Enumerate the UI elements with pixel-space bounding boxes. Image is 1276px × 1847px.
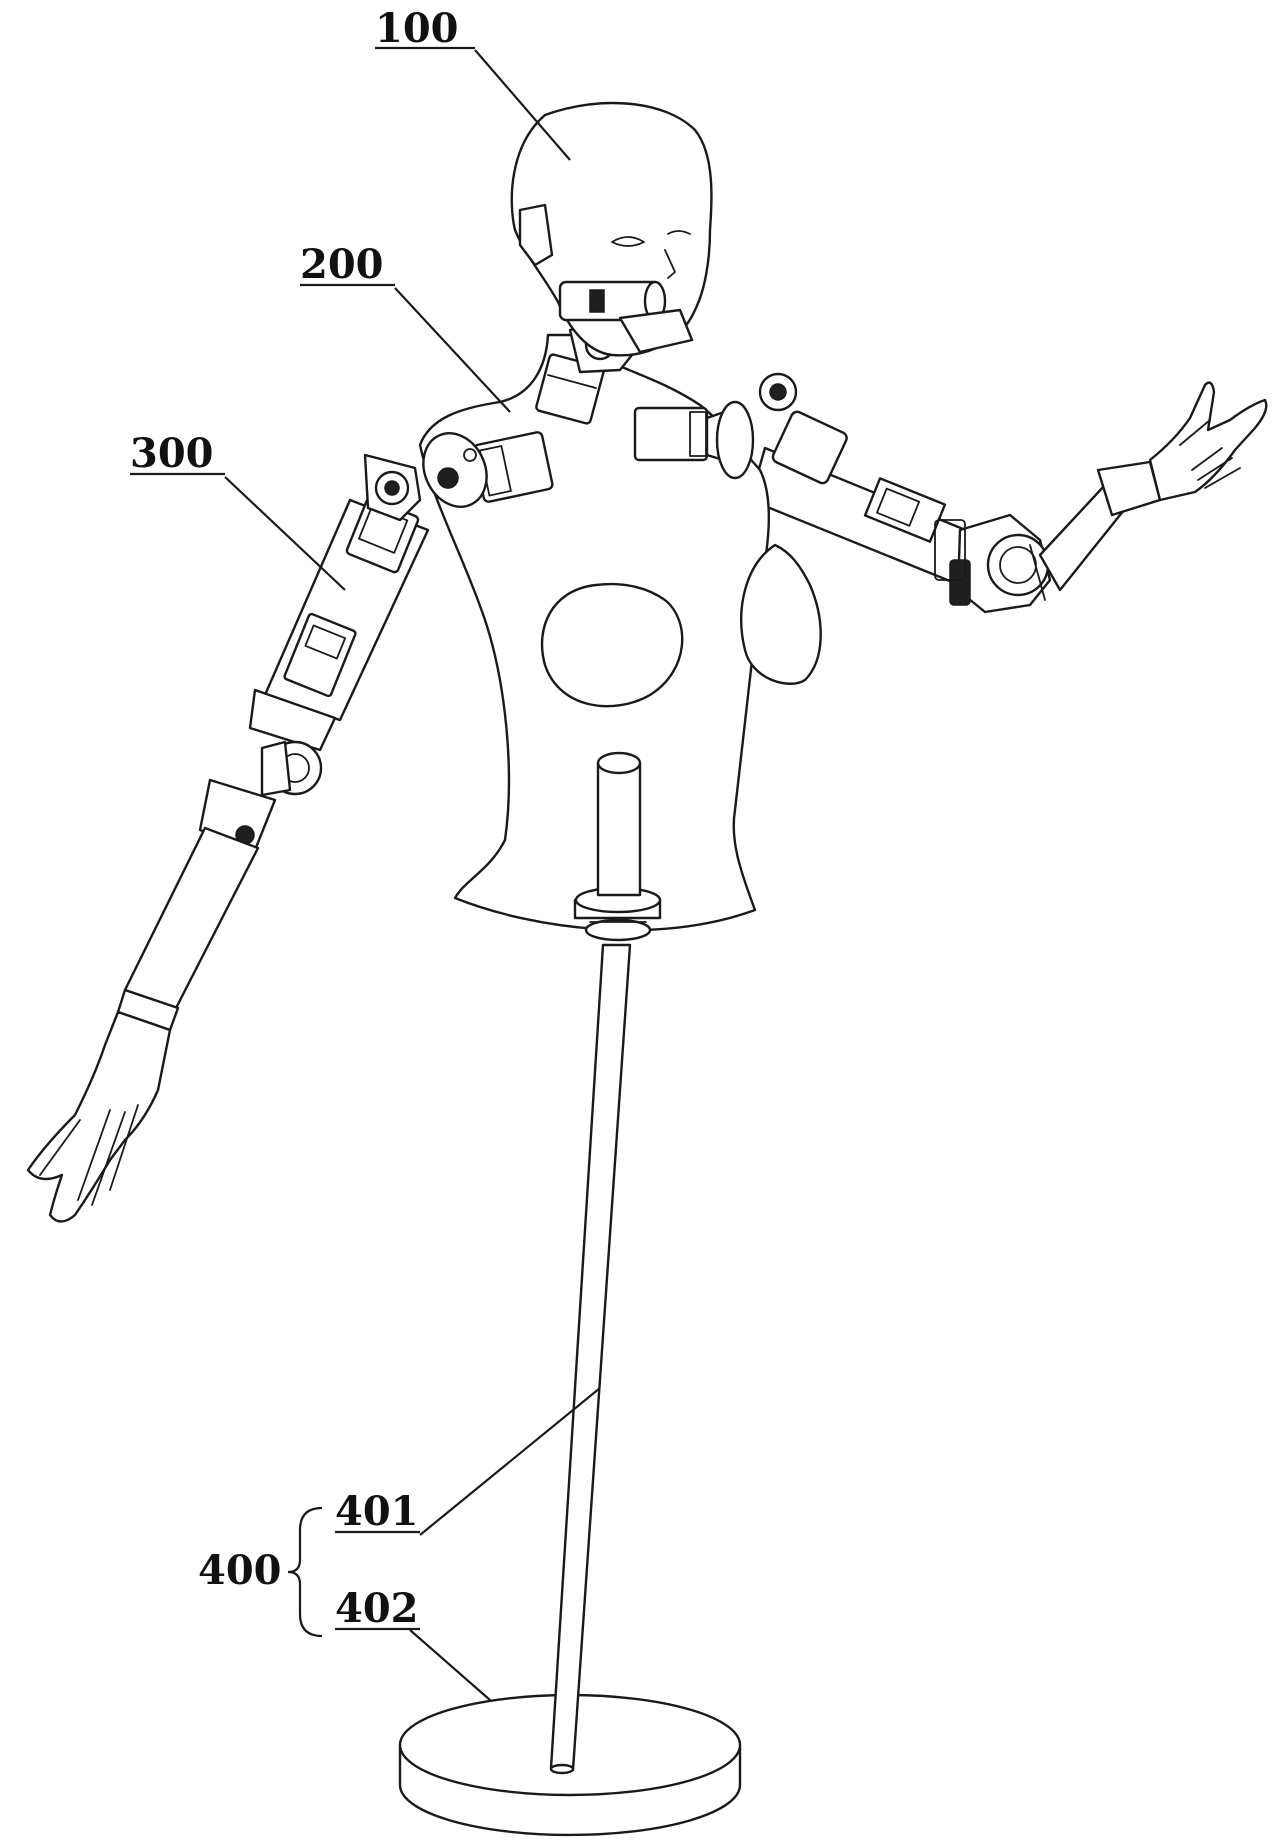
- label-stand: 400: [198, 1547, 282, 1594]
- label-base: 402: [335, 1585, 419, 1632]
- leader-line-torso: [394, 287, 511, 413]
- torso: [418, 318, 822, 942]
- label-arm: 300: [130, 430, 214, 477]
- label-torso: 200: [300, 241, 384, 288]
- arm-right: [748, 372, 1268, 614]
- arm-left: [26, 453, 430, 1223]
- head: [510, 101, 713, 357]
- label-pole: 401: [335, 1488, 419, 1535]
- leader-line-base: [409, 1629, 491, 1701]
- leader-line-pole: [419, 1387, 601, 1536]
- brace-stand: [287, 1506, 323, 1638]
- stand-pole: [549, 943, 632, 1775]
- label-head: 100: [375, 5, 459, 52]
- leader-line-arm: [224, 476, 346, 591]
- reference-labels: 100 200 300 401 402 400: [130, 5, 601, 1701]
- leader-line-head: [474, 49, 571, 161]
